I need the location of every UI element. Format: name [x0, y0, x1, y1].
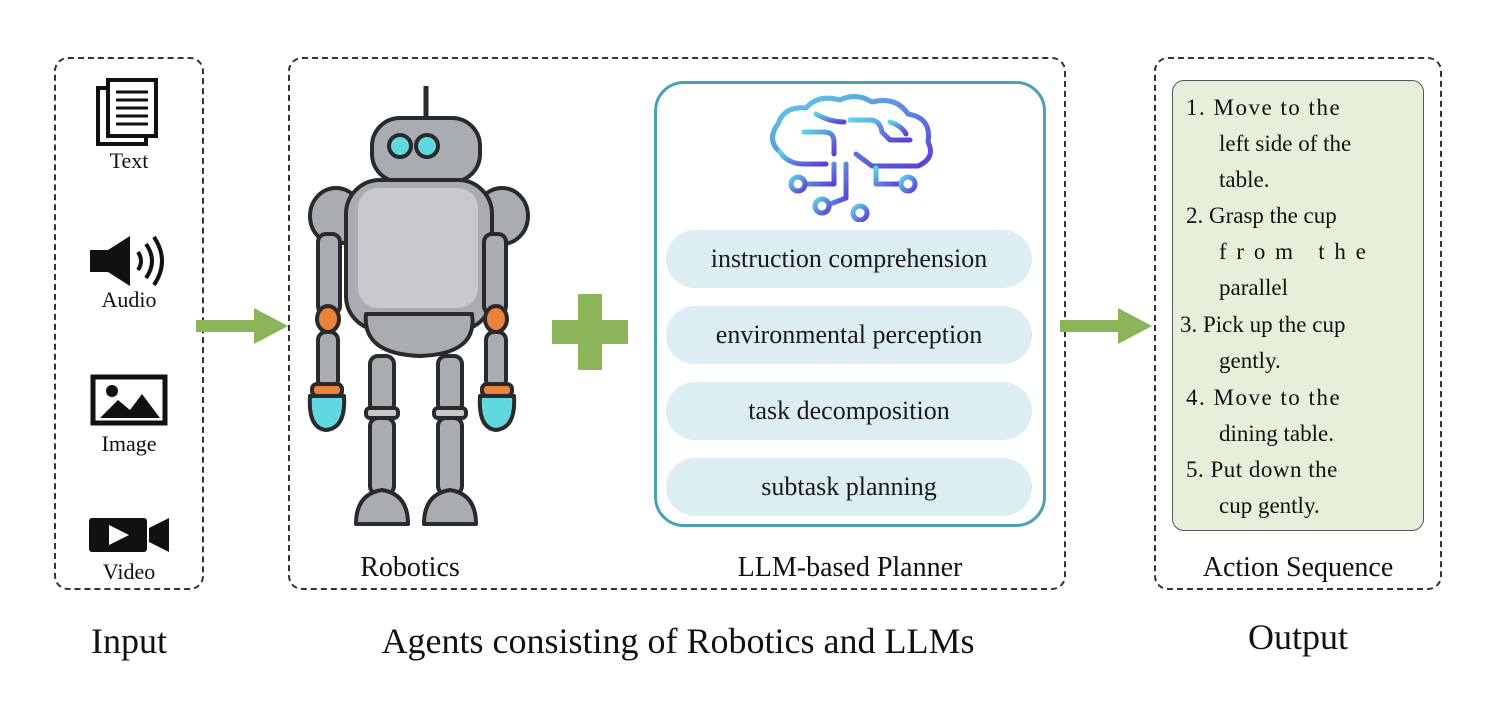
document-icon: [96, 78, 158, 146]
speaker-icon: [90, 235, 164, 287]
action-sequence-label: Action Sequence: [1202, 552, 1394, 583]
action-sequence-box: [1172, 80, 1424, 531]
action-step: 4. Move to the dining table.: [1186, 380, 1341, 452]
planner-step-pill: instruction comprehension: [666, 230, 1032, 288]
output-caption: Output: [1247, 617, 1348, 657]
input-label-text: Text: [109, 148, 149, 173]
action-step-line: 5. Put down the: [1186, 457, 1338, 482]
action-step-line: cup gently.: [1219, 493, 1320, 518]
planner-step-pill: task decomposition: [666, 382, 1032, 440]
action-step-line: 1. Move to the: [1186, 95, 1342, 120]
planner-step-pill: environmental perception: [666, 306, 1032, 364]
action-step-line: dining table.: [1219, 421, 1334, 446]
action-step-line: 2. Grasp the cup: [1186, 203, 1337, 228]
robotics-label: Robotics: [360, 552, 460, 583]
output-panel: [1154, 57, 1442, 590]
action-step: 3. Pick up the cup gently.: [1180, 307, 1345, 379]
input-label-video: Video: [102, 559, 156, 584]
action-step: 2. Grasp the cup f r o m t h e parallel: [1186, 198, 1368, 306]
action-step-line: gently.: [1219, 348, 1281, 373]
planner-label: LLM-based Planner: [737, 552, 963, 583]
video-camera-icon: [89, 518, 169, 552]
input-caption: Input: [91, 621, 167, 661]
action-step-line: parallel: [1219, 275, 1288, 300]
plus-icon: [552, 294, 628, 370]
robot-icon: [307, 86, 530, 526]
input-label-audio: Audio: [101, 287, 157, 312]
action-step-line: f r o m t h e: [1219, 239, 1368, 264]
input-label-image: Image: [101, 431, 157, 456]
action-step-line: 3. Pick up the cup: [1180, 312, 1346, 337]
brain-circuit-icon: [770, 94, 933, 222]
action-step: 5. Put down the cup gently.: [1186, 452, 1338, 524]
action-step-line: 4. Move to the: [1186, 385, 1342, 410]
action-step: 1. Move to the left side of the table.: [1186, 90, 1351, 198]
action-step-line: left side of the: [1219, 131, 1352, 156]
action-step-line: table.: [1219, 167, 1270, 192]
arrow-right-icon: [1060, 308, 1152, 344]
planner-step-pill: subtask planning: [666, 458, 1032, 516]
llm-planner-box: [654, 81, 1046, 527]
agents-caption: Agents consisting of Robotics and LLMs: [381, 621, 975, 661]
image-icon: [90, 374, 168, 426]
arrow-right-icon: [196, 308, 288, 344]
